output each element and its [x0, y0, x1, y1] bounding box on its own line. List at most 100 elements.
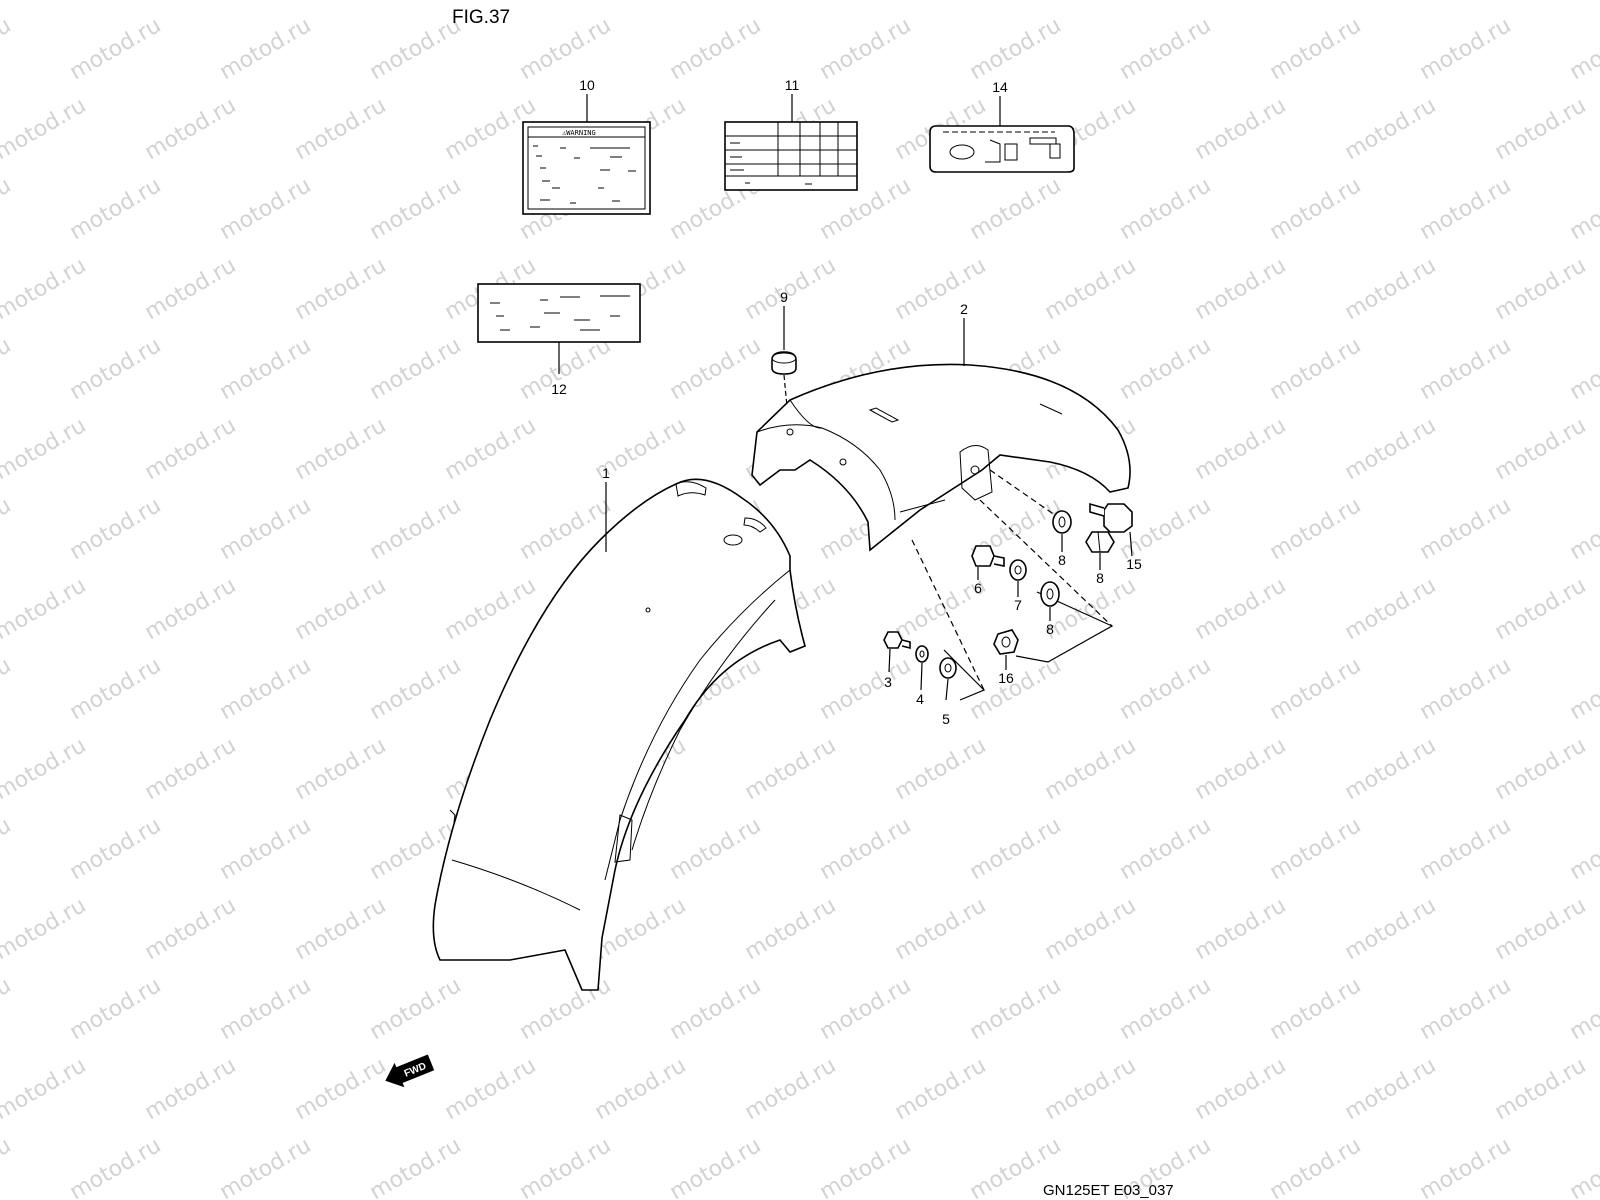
watermark-text: motod.ru	[891, 1053, 991, 1125]
callout-14: 14	[992, 79, 1008, 95]
watermark-text: motod.ru	[366, 653, 466, 725]
watermark-text: motod.ru	[291, 93, 391, 165]
watermark-text: motod.ru	[216, 13, 316, 85]
watermark-text: motod.ru	[0, 1053, 90, 1125]
watermark-text: motod.ru	[1566, 653, 1600, 725]
watermark-text: motod.ru	[0, 173, 15, 245]
watermark-text: motod.ru	[1341, 893, 1441, 965]
watermark-text: motod.ru	[516, 13, 616, 85]
watermark-text: motod.ru	[66, 653, 166, 725]
watermark-text: motod.ru	[666, 813, 766, 885]
watermark-text: motod.ru	[216, 1133, 316, 1200]
watermark-text: motod.ru	[291, 573, 391, 645]
watermark-text: motod.ru	[741, 733, 841, 805]
watermark-text: motod.ru	[1116, 973, 1216, 1045]
watermark-text: motod.ru	[216, 653, 316, 725]
watermark-text: motod.ru	[1191, 1053, 1291, 1125]
watermark-text: motod.ru	[216, 493, 316, 565]
washer-part-8a	[1052, 510, 1072, 534]
watermark-text: motod.ru	[1341, 733, 1441, 805]
watermark-text: motod.ru	[1566, 1133, 1600, 1200]
figure-title: FIG.37	[452, 7, 510, 28]
callout-10: 9	[780, 289, 788, 305]
watermark-text: motod.ru	[1191, 893, 1291, 965]
callout-3: 3	[884, 674, 892, 690]
watermark-text: motod.ru	[0, 1133, 15, 1200]
info-label-part-12	[724, 121, 858, 191]
watermark-text: motod.ru	[1566, 173, 1600, 245]
watermark-text: motod.ru	[1416, 493, 1516, 565]
watermark-text: motod.ru	[0, 893, 90, 965]
watermark-text: motod.ru	[441, 573, 541, 645]
grommet-part-10	[771, 351, 797, 375]
figure-code: GN125ET E03_037	[1043, 1182, 1174, 1199]
callout-8a: 8	[1058, 552, 1066, 568]
watermark-text: motod.ru	[1491, 893, 1591, 965]
watermark-text: motod.ru	[1116, 813, 1216, 885]
watermark-text: motod.ru	[966, 813, 1066, 885]
watermark-text: motod.ru	[966, 13, 1066, 85]
watermark-text: motod.ru	[141, 1053, 241, 1125]
label-part-13	[477, 283, 641, 343]
watermark-text: motod.ru	[1566, 493, 1600, 565]
callout-13: 12	[551, 381, 567, 397]
watermark-text: motod.ru	[1416, 813, 1516, 885]
watermark-text: motod.ru	[291, 253, 391, 325]
callout-12: 11	[785, 77, 800, 93]
watermark-text: motod.ru	[1341, 1053, 1441, 1125]
watermark-text: motod.ru	[591, 1053, 691, 1125]
watermark-text: motod.ru	[141, 413, 241, 485]
watermark-text: motod.ru	[1491, 0, 1591, 5]
watermark-text: motod.ru	[366, 973, 466, 1045]
watermark-text: motod.ru	[1491, 573, 1591, 645]
loading-label-part-14	[929, 125, 1075, 173]
watermark-text: motod.ru	[1266, 813, 1366, 885]
watermark-text: motod.ru	[141, 573, 241, 645]
watermark-text: motod.ru	[1566, 813, 1600, 885]
watermark-text: motod.ru	[1041, 733, 1141, 805]
watermark-text: motod.ru	[816, 813, 916, 885]
watermark-text: motod.ru	[1266, 13, 1366, 85]
watermark-text: motod.ru	[1266, 333, 1366, 405]
watermark-text: motod.ru	[216, 973, 316, 1045]
watermark-text: motod.ru	[741, 1053, 841, 1125]
watermark-text: motod.ru	[216, 173, 316, 245]
watermark-text: motod.ru	[1191, 413, 1291, 485]
nut-part-16	[993, 629, 1019, 655]
watermark-text: motod.ru	[366, 493, 466, 565]
watermark-text: motod.ru	[816, 1133, 916, 1200]
callout-16: 16	[998, 670, 1014, 686]
watermark-text: motod.ru	[141, 893, 241, 965]
watermark-text: motod.ru	[1266, 653, 1366, 725]
watermark-text: motod.ru	[1416, 333, 1516, 405]
watermark-text: motod.ru	[291, 0, 391, 5]
watermark-text: motod.ru	[1191, 93, 1291, 165]
watermark-text: motod.ru	[366, 173, 466, 245]
watermark-text: motod.ru	[1116, 333, 1216, 405]
watermark-text: motod.ru	[66, 173, 166, 245]
callout-9: 8	[1096, 570, 1104, 586]
watermark-text: motod.ru	[0, 573, 90, 645]
watermark-text: motod.ru	[0, 13, 15, 85]
watermark-text: motod.ru	[1491, 93, 1591, 165]
watermark-text: motod.ru	[1116, 13, 1216, 85]
watermark-text: motod.ru	[891, 0, 991, 5]
callout-6: 6	[974, 580, 982, 596]
watermark-text: motod.ru	[891, 893, 991, 965]
screw-part-3	[883, 631, 911, 650]
watermark-text: motod.ru	[741, 253, 841, 325]
watermark-text: motod.ru	[0, 493, 15, 565]
watermark-text: motod.ru	[1341, 0, 1441, 5]
washer-part-7	[1009, 559, 1027, 581]
watermark-text: motod.ru	[141, 0, 241, 5]
watermark-text: motod.ru	[66, 813, 166, 885]
watermark-text: motod.ru	[666, 973, 766, 1045]
watermark-text: motod.ru	[0, 93, 90, 165]
watermark-text: motod.ru	[1416, 1133, 1516, 1200]
watermark-text: motod.ru	[1116, 653, 1216, 725]
callout-5: 5	[942, 711, 950, 727]
inner-fender-part-2	[751, 363, 1131, 552]
watermark-text: motod.ru	[1041, 893, 1141, 965]
